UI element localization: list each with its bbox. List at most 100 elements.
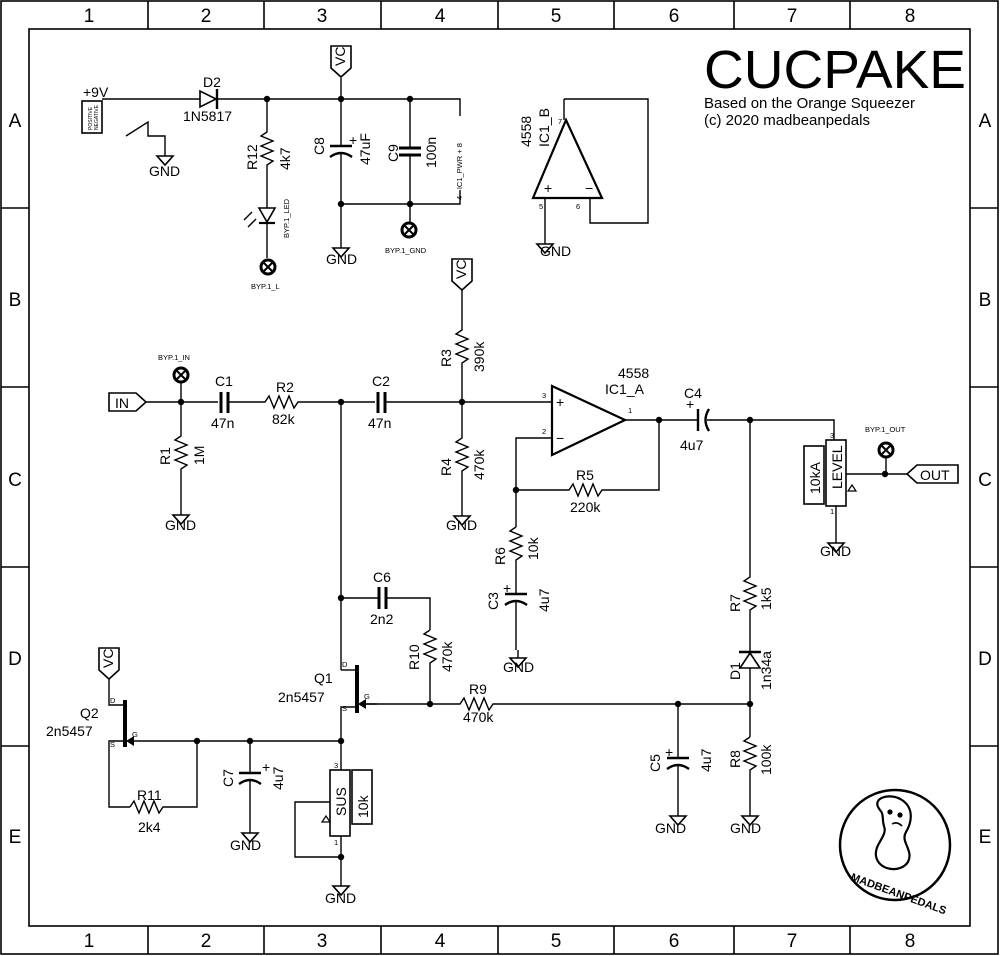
jack-text-positive: POSITIVE [88, 106, 94, 130]
r5-value: 220k [570, 499, 601, 515]
gnd-label: GND [730, 820, 761, 836]
sustain-pot-value: 10k [355, 794, 371, 818]
gnd-label: GND [326, 251, 357, 267]
col-label-bottom: 6 [669, 931, 680, 952]
led-indicator [243, 207, 277, 228]
ic-pwr-pins: 4 - IC1_PWR + 8 [455, 143, 464, 200]
ic1b-pin7: 7 [558, 117, 562, 126]
output-stage: LEVEL 10kA 3 1 GND BYP.1_OUT OUT [803, 425, 959, 559]
r3-ref: R3 [438, 349, 454, 367]
col-label-top: 4 [435, 6, 446, 27]
q2-value: 2n5457 [46, 723, 93, 739]
c2-value: 47n [368, 415, 391, 431]
copyright-text: (c) 2020 madbeanpedals [704, 112, 870, 129]
q1-pin-d: D [342, 660, 348, 669]
diode-d2 [199, 89, 219, 109]
c3-ref: C3 [485, 592, 501, 610]
r1-ref: R1 [157, 447, 173, 465]
d2-value: 1N5817 [183, 108, 232, 124]
jack-text-negative: NEGATIVE [94, 104, 100, 130]
c1-ref: C1 [215, 373, 233, 389]
q1-pin-g: G [364, 692, 370, 701]
byp-l-pad-icon [259, 258, 277, 276]
c5-value: 4u7 [698, 748, 714, 772]
byp-l-label: BYP.1_L [251, 282, 280, 291]
r2-ref: R2 [276, 379, 294, 395]
sus-pin3: 3 [334, 761, 338, 770]
col-label-bottom: 7 [787, 931, 798, 952]
r12-ref: R12 [244, 144, 260, 170]
level-pot-ref: LEVEL [829, 445, 845, 489]
r12-value: 4k7 [277, 147, 293, 170]
d1-ref: D1 [727, 662, 743, 680]
r7-ref: R7 [727, 594, 743, 612]
col-label-top: 6 [669, 6, 680, 27]
c7-ref: C7 [220, 769, 236, 787]
r8-value: 100k [758, 744, 774, 775]
r5-ref: R5 [576, 467, 594, 483]
byp-led-label: BYP.1_LED [282, 198, 291, 238]
byp-in-pad-icon [172, 366, 190, 384]
gnd-label: GND [149, 163, 180, 179]
output-port [905, 464, 959, 484]
row-label-left: A [9, 111, 22, 132]
r7-value: 1k5 [758, 587, 774, 610]
q2-pin-g: G [132, 730, 138, 739]
vc-label: VC [453, 260, 469, 279]
gnd-label: GND [325, 890, 356, 906]
col-label-top: 8 [905, 6, 916, 27]
r1-value: 1M [191, 446, 207, 465]
ic1a-name: IC1_A [605, 381, 645, 397]
byp-gnd-pad-icon [400, 221, 418, 239]
opamp-ic1-a: + − 3 2 1 4558 IC1_A R5 220k R6 10k + C3… [485, 365, 835, 675]
level-pin1: 1 [830, 507, 834, 516]
r9-ref: R9 [469, 681, 487, 697]
row-label-left: E [9, 827, 22, 848]
q2-ref: Q2 [80, 705, 99, 721]
col-label-top: 7 [787, 6, 798, 27]
svg-text:+: + [665, 744, 673, 760]
sus-pin1: 1 [334, 838, 338, 847]
c9-value: 100n [423, 137, 439, 168]
svg-text:+: + [503, 580, 511, 596]
ic1a-pin1: 1 [628, 406, 632, 415]
col-label-bottom: 4 [435, 931, 446, 952]
r2-value: 82k [272, 411, 296, 427]
gnd-label: GND [503, 659, 534, 675]
output-port-label: OUT [920, 467, 950, 483]
c7-value: 4u7 [270, 766, 286, 790]
title-block: CUCPAKE Based on the Orange Squeezer (c)… [704, 40, 966, 129]
page-subtitle: Based on the Orange Squeezer [704, 95, 915, 112]
byp-out-label: BYP.1_OUT [865, 425, 906, 434]
c1-value: 47n [211, 415, 234, 431]
c8-ref: C8 [311, 137, 327, 155]
svg-text:−: − [556, 430, 564, 446]
gnd-label: GND [165, 517, 196, 533]
gnd-label: GND [446, 517, 477, 533]
col-label-bottom: 3 [317, 931, 328, 952]
r9-value: 470k [463, 709, 494, 725]
row-label-right: A [979, 111, 992, 132]
r10-value: 470k [439, 641, 455, 672]
c6-value: 2n2 [370, 611, 394, 627]
c4-ref: C4 [684, 385, 702, 401]
col-label-top: 5 [551, 6, 562, 27]
ic1b-name: IC1_B [536, 108, 552, 147]
row-label-left: B [9, 290, 22, 311]
gnd-label: GND [655, 820, 686, 836]
c6-ref: C6 [373, 569, 391, 585]
input-port-label: IN [115, 395, 129, 411]
sustain-pot [329, 769, 351, 837]
r11-value: 2k4 [138, 819, 161, 835]
sustain-pot-ref: SUS [333, 787, 349, 816]
level-pot-value: 10kA [807, 461, 823, 494]
r8-ref: R8 [727, 750, 743, 768]
supply-label: +9V [83, 84, 109, 100]
r11-ref: R11 [137, 787, 162, 803]
fet-stage: C6 2n2 R10 470k D S G Q1 2n5457 SUS 10k … [46, 402, 455, 906]
svg-text:+: + [349, 132, 357, 148]
row-label-right: D [978, 649, 992, 670]
ic1b-pin5: 5 [539, 202, 543, 211]
dc-jack [81, 100, 103, 134]
